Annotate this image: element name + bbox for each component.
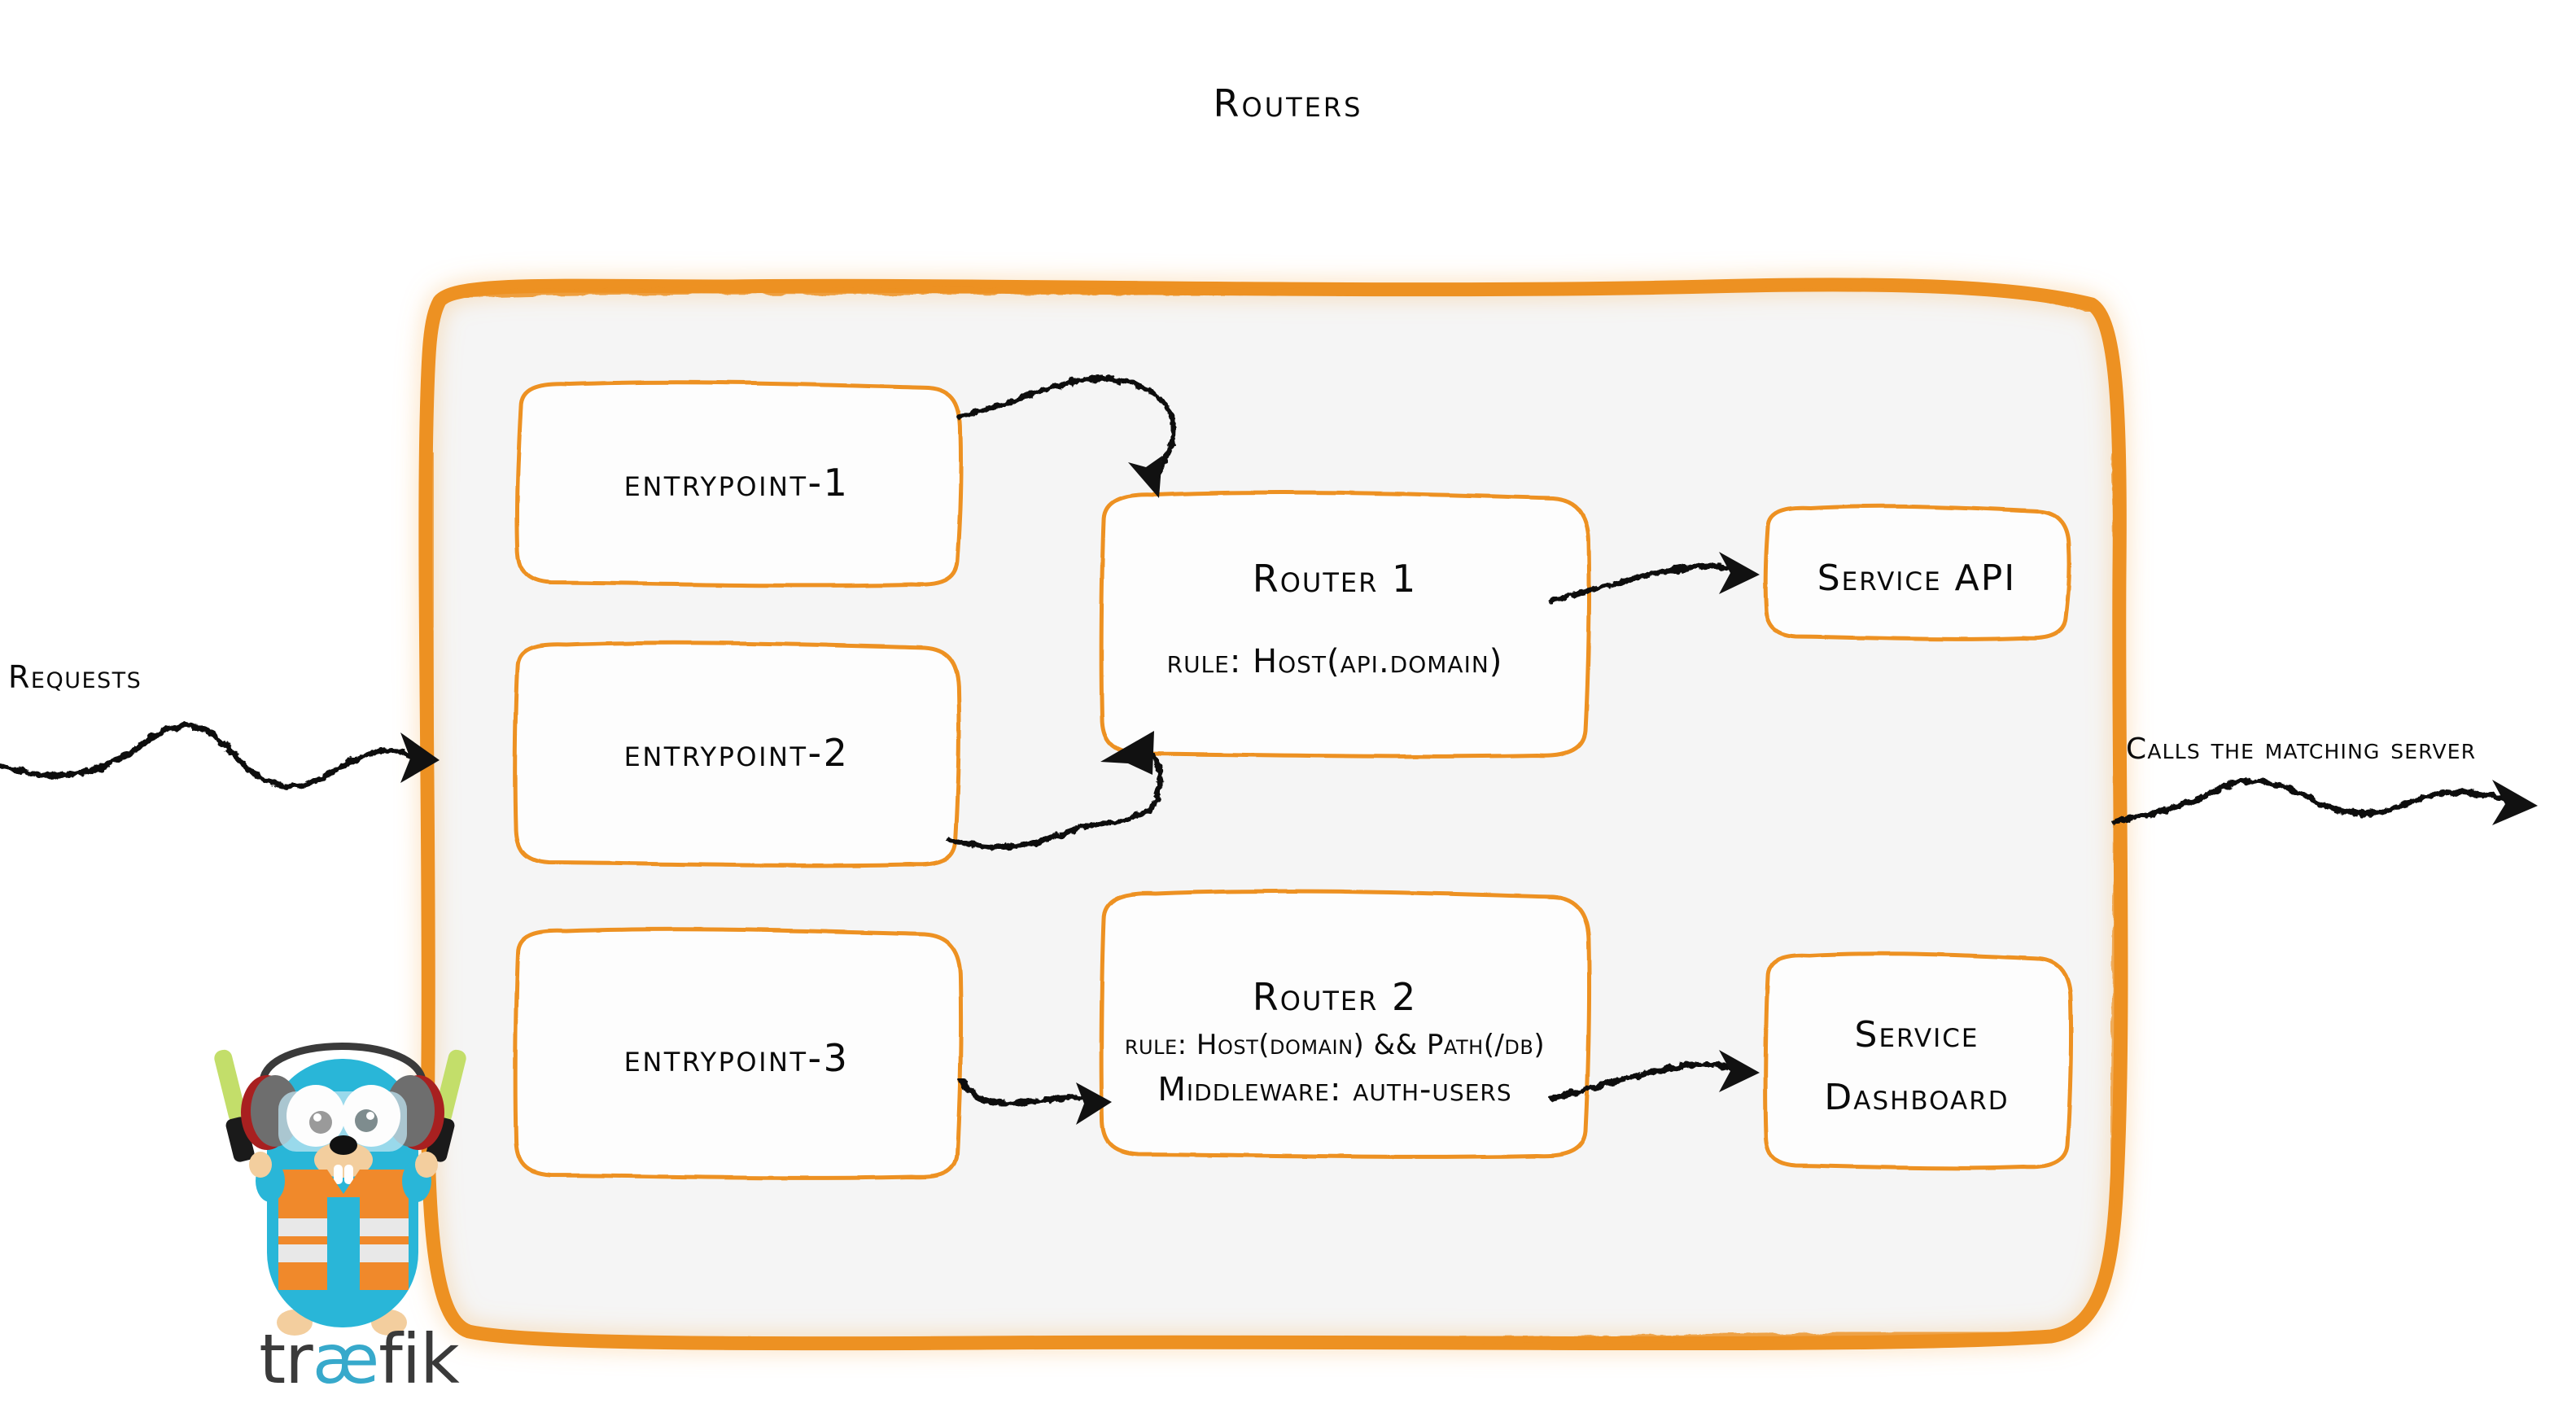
service-api-label: Service API [1817,557,2017,599]
arrow-entrypoint2-router1 [946,731,1163,850]
routers-panel [418,278,2128,1351]
arrow-router1-serviceapi [1548,552,1760,604]
router-1-title: Router 1 [1252,557,1418,601]
traefik-gopher-logo [214,1043,466,1336]
entrypoint-2-box[interactable] [513,641,962,868]
entrypoint-1-label-wrap: entrypoint-1 [521,391,952,574]
service-dashboard-label-line1: Service [1854,1014,1979,1056]
traefik-wordmark-fik: fik [378,1319,460,1399]
arrow-entrypoint3-router2 [959,1078,1112,1125]
traefik-wordmark: træfik [241,1325,477,1393]
router-1-content: Router 1 rule: Host(api.domain) [1107,501,1563,737]
service-api-content: Service API [1774,537,2059,619]
entrypoint-2-label: entrypoint-2 [623,731,850,775]
service-dashboard-label-line2: Dashboard [1824,1077,2010,1118]
entrypoint-3-box[interactable] [513,927,964,1180]
entrypoint-2-label-wrap: entrypoint-2 [521,651,952,855]
service-dashboard-content: Service Dashboard [1774,985,2059,1148]
router-2-box[interactable] [1099,889,1592,1159]
entrypoint-1-label: entrypoint-1 [623,460,850,505]
router-2-content: Router 2 rule: Host(domain) && Path(/db)… [1107,936,1563,1148]
router-2-rule: rule: Host(domain) && Path(/db) [1124,1029,1546,1061]
entrypoint-3-label: entrypoint-3 [623,1036,850,1080]
traefik-wordmark-tr: tr [259,1319,313,1399]
calls-matching-server-label: Calls the matching server [2126,732,2477,766]
page-title: Routers [1213,81,1363,125]
arrow-router2-servicedashboard [1548,1050,1760,1102]
arrow-entrypoint1-router1 [956,375,1176,498]
traefik-wordmark-ae: æ [312,1319,379,1399]
marshalling-wand-right [426,1049,466,1162]
router-1-box[interactable] [1099,490,1592,759]
service-api-box[interactable] [1763,504,2072,641]
entrypoint-3-label-wrap: entrypoint-3 [521,940,952,1176]
router-2-title: Router 2 [1252,975,1418,1019]
marshalling-wand-left [214,1049,255,1162]
requests-label: Requests [8,659,142,695]
service-dashboard-box[interactable] [1763,951,2074,1170]
entrypoint-1-box[interactable] [514,380,964,588]
headphone-right [386,1075,444,1150]
arrow-requests-in [0,723,440,789]
router-2-middleware: Middleware: auth-users [1157,1071,1512,1108]
router-1-rule: rule: Host(api.domain) [1166,643,1503,680]
headphone-left [241,1075,300,1150]
arrow-calls-out [2113,778,2538,825]
